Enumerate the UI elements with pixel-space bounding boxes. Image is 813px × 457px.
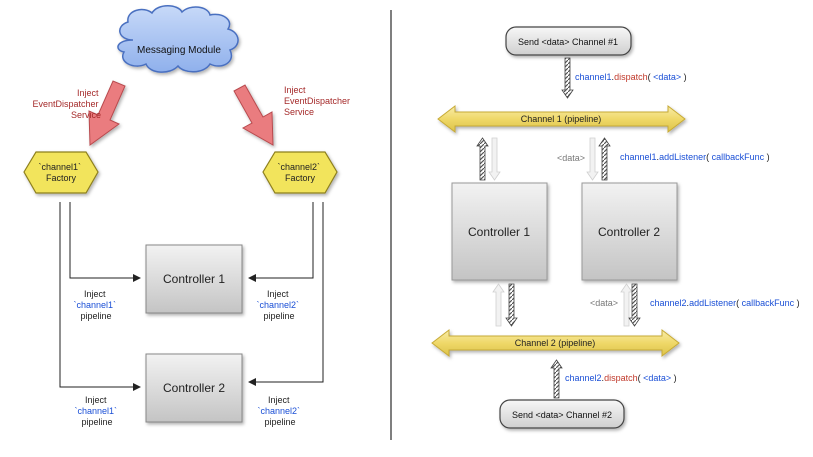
messaging-module-cloud [117,5,239,73]
left-controller-2-label: Controller 2 [163,381,225,395]
pipeline2-bar [431,328,680,358]
cloud-label: Messaging Module [137,45,221,56]
left-controller-1 [145,244,243,314]
data-tag-bottom: <data> [590,298,618,308]
channel2-factory-label: `channel2` Factory [277,162,322,183]
c2-receive-up-arrow [620,283,633,327]
send-channel2-box [499,399,625,429]
inject-arrow-right [233,84,274,146]
c1-receive-up-arrow [492,283,505,327]
send-channel1-box [505,26,632,56]
inject-arrow-left [88,80,126,146]
listen2-call: channel2.addListener( callbackFunc ) [650,298,800,308]
pipeline1-bar [437,104,686,134]
channel2-factory [262,151,338,194]
inject-c1-ch1-label: Inject `channel1` pipeline [73,289,118,321]
inject-service-label-left: Inject EventDispatcher Service [32,88,101,120]
c1-receive-down-arrow [488,137,501,181]
channel1-factory-label: `channel1` Factory [38,162,83,183]
left-controller-1-label: Controller 1 [163,272,225,286]
channel2-to-controller2-line [248,202,324,386]
send-channel1-label: Send <data> Channel #1 [518,37,618,47]
inject-c2-ch2-label: Inject `channel2` pipeline [257,395,302,427]
inject-service-label-right: Inject EventDispatcher Service [284,85,353,117]
send-channel2-label: Send <data> Channel #2 [512,410,612,420]
dispatch2-arrow [550,359,563,399]
c2-receive-down-arrow [586,137,599,181]
channel1-to-controller2-line [59,202,141,391]
right-controller-2 [581,182,678,281]
dispatch1-call: channel1.dispatch( <data> ) [575,72,687,82]
listen1-call: channel1.addListener( callbackFunc ) [620,152,770,162]
c2-listen-down-arrow [628,283,641,327]
channel2-to-controller1-line [248,202,314,282]
c2-listen-up-arrow [598,137,611,181]
inject-c2-ch1-label: Inject `channel1` pipeline [74,395,119,427]
left-controller-2 [145,353,243,423]
right-controller-1 [451,182,548,281]
data-tag-top: <data> [557,153,585,163]
channel1-factory [23,151,99,194]
pipeline1-label: Channel 1 (pipeline) [521,114,602,124]
right-controller-2-label: Controller 2 [598,225,660,239]
c1-dispatch-down-arrow [505,283,518,327]
dispatch1-arrow [561,57,574,99]
right-controller-1-label: Controller 1 [468,225,530,239]
pipeline2-label: Channel 2 (pipeline) [515,338,596,348]
dispatch2-call: channel2.dispatch( <data> ) [565,373,677,383]
channel1-to-controller1-line [69,202,141,282]
c1-dispatch-up-arrow [476,137,489,181]
inject-c1-ch2-label: Inject `channel2` pipeline [256,289,301,321]
